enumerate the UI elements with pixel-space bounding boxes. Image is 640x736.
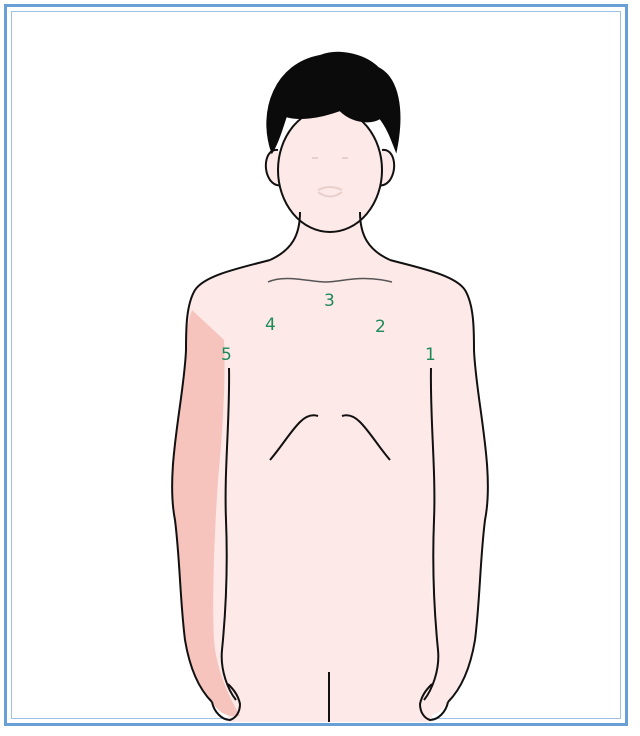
label-4: 4 [265, 315, 276, 335]
label-2: 2 [375, 317, 386, 337]
label-1: 1 [425, 345, 436, 365]
face [278, 108, 382, 232]
body-silhouette [172, 212, 488, 722]
label-3: 3 [324, 291, 335, 311]
label-5: 5 [221, 345, 232, 365]
